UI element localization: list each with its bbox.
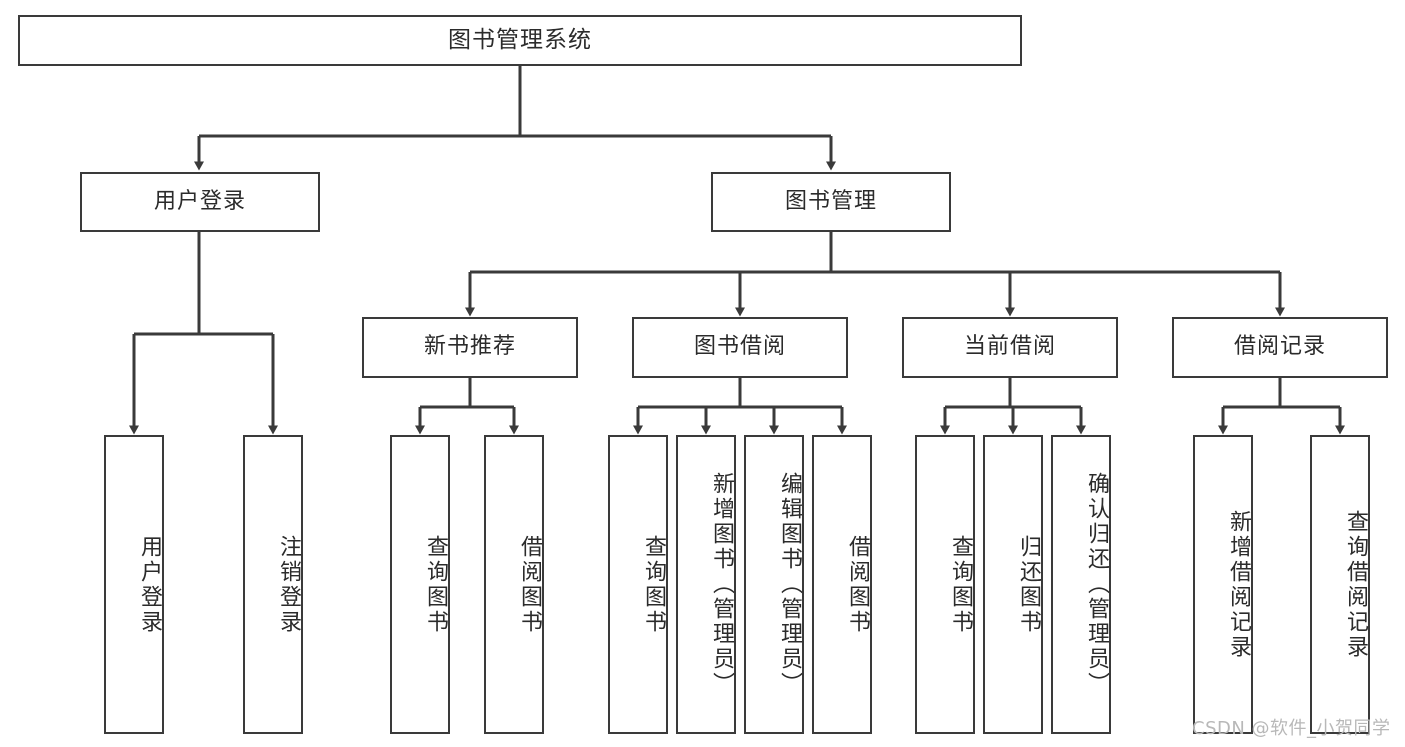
leaf-book-borrow-borrow-book[interactable]: 借阅图书 <box>812 435 872 734</box>
node-borrow-record[interactable]: 借阅记录 <box>1172 317 1388 378</box>
leaf-book-borrow-query-book[interactable]: 查询图书 <box>608 435 668 734</box>
leaf-book-borrow-add-book-admin[interactable]: 新增图书（管理员） <box>676 435 736 734</box>
leaf-borrow-record-query-record[interactable]: 查询借阅记录 <box>1310 435 1370 734</box>
node-new-book-recommend[interactable]: 新书推荐 <box>362 317 578 378</box>
csdn-watermark: CSDN @软件_小贺同学 <box>1192 718 1391 739</box>
leaf-new-book-query-book[interactable]: 查询图书 <box>390 435 450 734</box>
node-root[interactable]: 图书管理系统 <box>18 15 1022 66</box>
node-book-borrow[interactable]: 图书借阅 <box>632 317 848 378</box>
leaf-user-login-login[interactable]: 用户登录 <box>104 435 164 734</box>
node-current-borrow[interactable]: 当前借阅 <box>902 317 1118 378</box>
leaf-current-borrow-confirm-return-admin[interactable]: 确认归还（管理员） <box>1051 435 1111 734</box>
leaf-user-login-logout[interactable]: 注销登录 <box>243 435 303 734</box>
leaf-current-borrow-query-book[interactable]: 查询图书 <box>915 435 975 734</box>
leaf-book-borrow-edit-book-admin[interactable]: 编辑图书（管理员） <box>744 435 804 734</box>
leaf-borrow-record-add-record[interactable]: 新增借阅记录 <box>1193 435 1253 734</box>
leaf-current-borrow-return-book[interactable]: 归还图书 <box>983 435 1043 734</box>
node-user-login[interactable]: 用户登录 <box>80 172 320 232</box>
node-book-management[interactable]: 图书管理 <box>711 172 951 232</box>
leaf-new-book-borrow-book[interactable]: 借阅图书 <box>484 435 544 734</box>
